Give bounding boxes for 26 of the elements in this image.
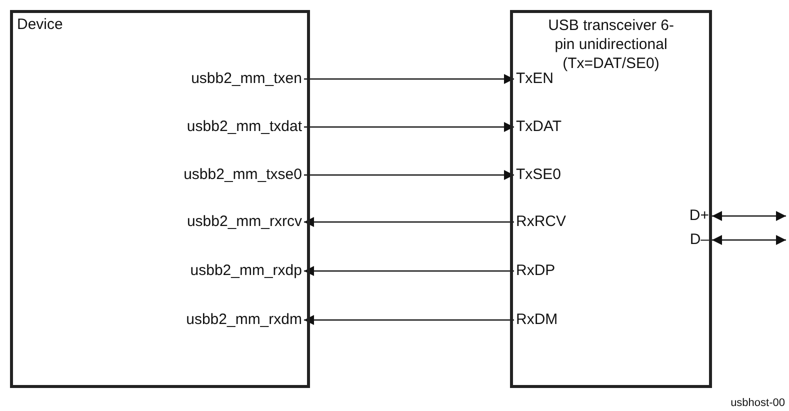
figure-id: usbhost-00 (730, 396, 785, 411)
block-box (510, 10, 712, 388)
signal-name: TxSE0 (516, 165, 596, 185)
arrow (304, 74, 514, 84)
signal-name: usbb2_mm_txdat (120, 117, 302, 137)
signal-name: RxRCV (516, 212, 596, 232)
signal-name: TxDAT (516, 117, 596, 137)
signal-name: usbb2_mm_txen (120, 69, 302, 89)
signal-name: RxDP (516, 261, 596, 281)
block-title: Device (17, 15, 63, 34)
signal-name: usbb2_mm_rxrcv (120, 212, 302, 232)
arrow (712, 211, 786, 221)
signal-name: usbb2_mm_txse0 (120, 165, 302, 185)
arrow (712, 235, 786, 245)
arrow (304, 266, 514, 276)
arrow (304, 315, 514, 325)
block-title: USB transceiver 6-pin unidirectional (Tx=DAT/SE0) (547, 16, 675, 72)
signal-name: D– (600, 230, 709, 250)
signal-name: D+ (600, 206, 709, 226)
arrow (304, 122, 514, 132)
signal-name: RxDM (516, 310, 596, 330)
arrow (304, 170, 514, 180)
arrow (304, 217, 514, 227)
signal-name: usbb2_mm_rxdp (120, 261, 302, 281)
signal-name: usbb2_mm_rxdm (120, 310, 302, 330)
block-box (10, 10, 310, 388)
